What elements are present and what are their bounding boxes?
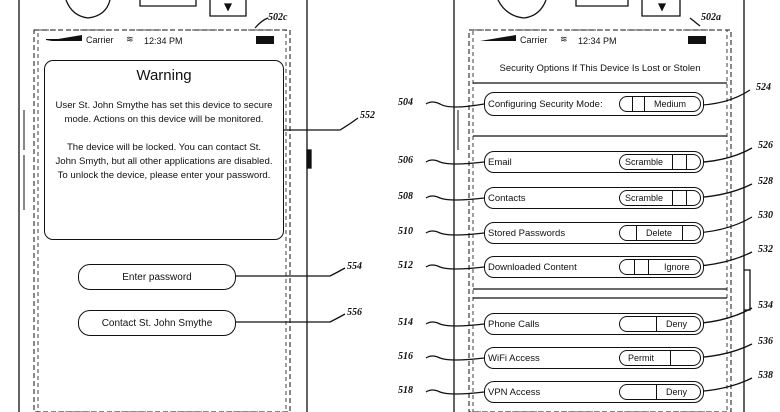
ref-514: 514 xyxy=(398,317,413,328)
ref-518: 518 xyxy=(398,385,413,396)
warning-message: User St. John Smythe has set this device… xyxy=(45,99,283,183)
option-value: Scramble xyxy=(625,157,664,167)
option-label: VPN Access xyxy=(488,387,541,398)
option-selector-contacts[interactable]: Scramble xyxy=(619,190,701,206)
ref-512: 512 xyxy=(398,260,413,271)
carrier-label: Carrier xyxy=(86,35,114,45)
message-line: User St. John Smythe has set this device… xyxy=(55,100,273,111)
ref-536: 536 xyxy=(758,336,773,347)
security-mode-label: Configuring Security Mode: xyxy=(488,99,603,110)
ref-526: 526 xyxy=(758,140,773,151)
option-row-email[interactable]: Email Scramble xyxy=(484,151,704,173)
ref-554: 554 xyxy=(347,261,362,272)
option-label: Email xyxy=(488,157,512,168)
enter-password-button[interactable]: Enter password xyxy=(78,264,236,290)
option-value: Permit xyxy=(628,353,655,363)
option-selector-stored-passwords[interactable]: Delete xyxy=(619,225,701,241)
ref-552: 552 xyxy=(360,110,375,121)
ref-524: 524 xyxy=(756,82,771,93)
option-label: Downloaded Content xyxy=(488,262,577,273)
ref-528: 528 xyxy=(758,176,773,187)
time-label: 12:34 PM xyxy=(578,36,617,46)
option-label: Phone Calls xyxy=(488,319,540,330)
ref-530: 530 xyxy=(758,210,773,221)
option-label: Contacts xyxy=(488,193,526,204)
carrier-label: Carrier xyxy=(520,35,548,45)
option-row-vpn-access[interactable]: VPN Access Deny xyxy=(484,381,704,403)
message-line: mode. Actions on this device will be mon… xyxy=(64,114,264,125)
warning-title: Warning xyxy=(136,67,192,84)
option-label: Stored Passwords xyxy=(488,228,566,239)
security-mode-selector[interactable]: Medium xyxy=(619,96,701,112)
ref-502a: 502a xyxy=(701,12,721,23)
warning-dialog: Warning User St. John Smythe has set thi… xyxy=(44,60,284,240)
option-selector-phone-calls[interactable]: Deny xyxy=(619,316,701,332)
option-selector-downloaded-content[interactable]: Ignore xyxy=(619,259,701,275)
ref-508: 508 xyxy=(398,191,413,202)
option-value: Scramble xyxy=(625,193,664,203)
wifi-icon: ≋ xyxy=(126,34,134,44)
ref-516: 516 xyxy=(398,351,413,362)
ref-534: 534 xyxy=(758,300,773,311)
message-line: The device will be locked. You can conta… xyxy=(66,142,262,153)
option-value: Deny xyxy=(666,319,688,329)
ref-510: 510 xyxy=(398,226,413,237)
option-label: WiFi Access xyxy=(488,353,540,364)
wifi-icon: ≋ xyxy=(560,34,568,44)
ref-504: 504 xyxy=(398,97,413,108)
security-mode-value: Medium xyxy=(654,99,687,109)
security-mode-row[interactable]: Configuring Security Mode: Medium xyxy=(484,92,704,116)
option-row-downloaded-content[interactable]: Downloaded Content Ignore xyxy=(484,256,704,278)
option-row-contacts[interactable]: Contacts Scramble xyxy=(484,187,704,209)
signal-icon xyxy=(480,35,516,41)
ref-538: 538 xyxy=(758,370,773,381)
option-row-phone-calls[interactable]: Phone Calls Deny xyxy=(484,313,704,335)
battery-icon xyxy=(688,36,706,44)
option-selector-email[interactable]: Scramble xyxy=(619,154,701,170)
message-line: John Smyth, but all other applications a… xyxy=(55,156,273,167)
option-row-stored-passwords[interactable]: Stored Passwords Delete xyxy=(484,222,704,244)
option-value: Ignore xyxy=(664,262,690,272)
contact-owner-button[interactable]: Contact St. John Smythe xyxy=(78,310,236,336)
option-selector-wifi-access[interactable]: Permit xyxy=(619,350,701,366)
ref-502c: 502c xyxy=(268,12,288,23)
left-phone-top-button xyxy=(65,0,111,19)
ref-556: 556 xyxy=(347,307,362,318)
option-row-wifi-access[interactable]: WiFi Access Permit xyxy=(484,347,704,369)
time-label: 12:34 PM xyxy=(144,36,183,46)
battery-icon xyxy=(256,36,274,44)
option-value: Deny xyxy=(666,387,688,397)
message-line: To unlock the device, please enter your … xyxy=(57,170,271,181)
option-selector-vpn-access[interactable]: Deny xyxy=(619,384,701,400)
option-value: Delete xyxy=(646,228,673,238)
ref-506: 506 xyxy=(398,155,413,166)
security-options-header: Security Options If This Device Is Lost … xyxy=(499,63,701,74)
ref-532: 532 xyxy=(758,244,773,255)
signal-icon xyxy=(46,35,82,41)
